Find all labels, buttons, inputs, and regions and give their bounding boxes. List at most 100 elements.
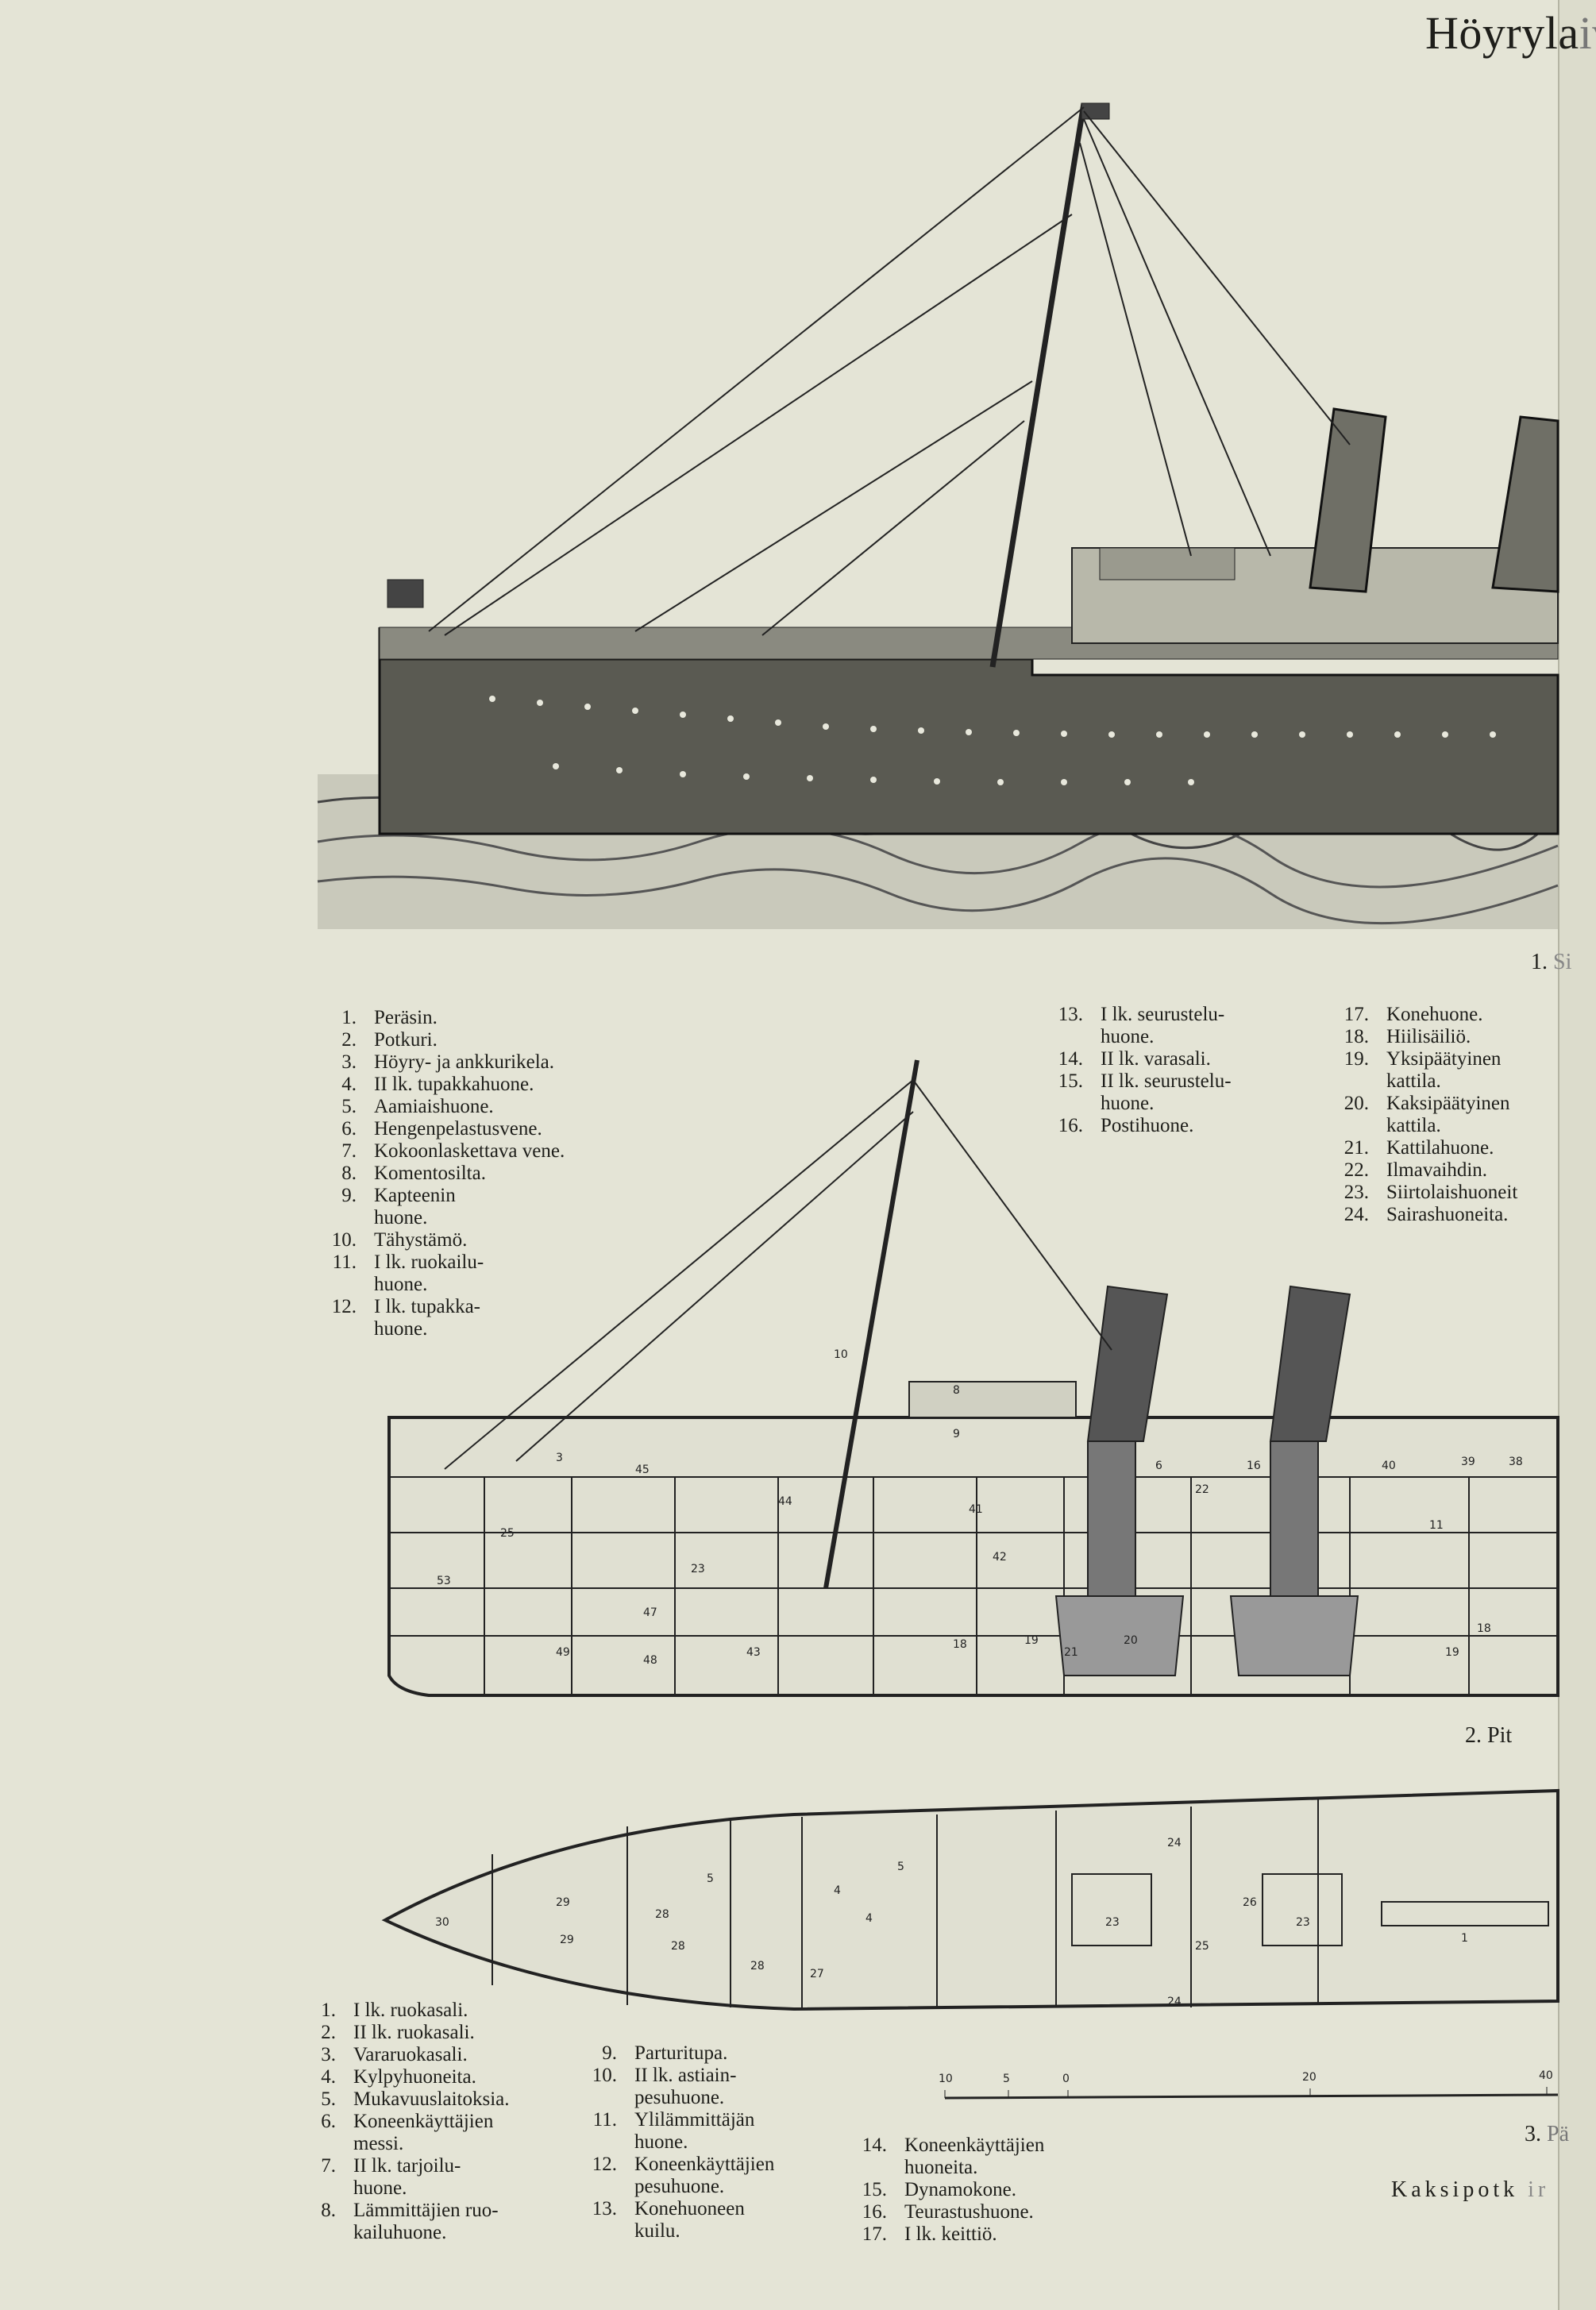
plan-label: 28 (655, 1908, 669, 1921)
legend-item: 10. Tähystämö. (322, 1229, 565, 1251)
section-label: 39 (1461, 1456, 1475, 1468)
legend-item-number: 8. (341, 1163, 357, 1184)
legend-item: 7.II lk. tarjoilu- huone. (314, 2155, 510, 2200)
legend-item: 3.Vararuokasali. (314, 2044, 510, 2066)
legend-item-number: 15. (862, 2179, 887, 2200)
section-label: 19 (1024, 1634, 1039, 1647)
plan-label: 5 (897, 1861, 904, 1873)
legend-item-text: Siirtolaishuoneit (1386, 1182, 1518, 1203)
legend-item-number: 13. (592, 2198, 617, 2219)
legend-item: 20.Kaksipäätyinen kattila. (1334, 1093, 1517, 1137)
legend-item-number: 5. (341, 1096, 357, 1117)
legend-item: 3.Höyry- ja ankkurikela. (322, 1051, 565, 1074)
section-label: 49 (556, 1646, 570, 1659)
plan-label: 29 (556, 1896, 570, 1909)
legend-item-text: Komentosilta. (374, 1163, 486, 1184)
legend-item-text: Aamiaishuone. (374, 1096, 494, 1117)
legend-item-number: 21. (1343, 1137, 1369, 1159)
legend-item-number: 8. (321, 2200, 336, 2221)
section-label: 19 (1445, 1646, 1459, 1659)
legend-item: 2. Potkuri. (322, 1029, 565, 1051)
legend-item-number: 3. (341, 1051, 357, 1073)
plan-label: 1 (1461, 1932, 1468, 1945)
plan-casing-2 (1262, 1873, 1343, 1946)
scale-tick-label: 40 (1539, 2069, 1553, 2082)
section-label: 23 (691, 1563, 705, 1575)
legend-item: 6.Koneenkäyttäjien messi. (314, 2111, 510, 2155)
legend-item: 10. II lk. astiain- pesuhuone. (584, 2065, 774, 2109)
legend-item: 14.Koneenkäyttäjien huoneita. (854, 2135, 1045, 2179)
legend-item-number: 22. (1343, 1159, 1369, 1181)
section-label: 25 (500, 1527, 515, 1540)
funnel-rear (1491, 415, 1559, 593)
section-label: 16 (1247, 1460, 1261, 1472)
section-label: 40 (1382, 1460, 1396, 1472)
legend-bottom-right: 14.Koneenkäyttäjien huoneita.15.Dynamoko… (854, 2135, 1045, 2246)
scale-tick-label: 0 (1062, 2073, 1070, 2085)
legend-item: 18. Hiilisäiliö. (1334, 1026, 1517, 1048)
mast (989, 102, 1087, 668)
legend-item: 24.Sairashuoneita. (1334, 1204, 1517, 1226)
figure-3-subtitle: Kaksipotk ir (1391, 2177, 1550, 2202)
legend-item: 5.Mukavuuslaitoksia. (314, 2088, 509, 2111)
legend-item: 12.I lk. tupakka- huone. (322, 1296, 565, 1340)
legend-item: 12.Koneenkäyttäjien pesuhuone. (584, 2154, 775, 2198)
legend-item: 11.Ylilämmittäjän huone. (584, 2109, 774, 2154)
legend-item: 16.Postihuone. (1048, 1115, 1232, 1137)
legend-item-number: 10. (331, 1229, 357, 1251)
plan-label: 30 (435, 1916, 449, 1929)
legend-top-middle: 13.I lk. seurustelu- huone.14.II lk. var… (1048, 1004, 1232, 1137)
legend-item-text: Hiilisäiliö. (1386, 1026, 1471, 1047)
legend-item-number: 5. (321, 2088, 336, 2110)
legend-item-text: II lk. astiain- pesuhuone. (634, 2065, 737, 2108)
bridge-deck (908, 1381, 1077, 1418)
section-label: 21 (1064, 1646, 1078, 1659)
legend-item-text: Kattilahuone. (1386, 1137, 1494, 1159)
page-gutter (1558, 0, 1596, 2310)
section-mast (823, 1059, 919, 1589)
legend-item-number: 18. (1343, 1026, 1369, 1047)
legend-item-number: 7. (341, 1140, 357, 1162)
plan-label: 4 (834, 1884, 841, 1897)
legend-item-number: 2. (341, 1029, 357, 1051)
legend-item-number: 11. (332, 1251, 357, 1273)
legend-item-text: Lämmittäjien ruo- kailuhuone. (353, 2200, 499, 2243)
legend-item-text: Peräsin. (374, 1007, 438, 1028)
legend-item-number: 7. (321, 2155, 336, 2177)
section-label: 38 (1509, 1456, 1523, 1468)
legend-item-number: 6. (341, 1118, 357, 1140)
section-label: 6 (1155, 1460, 1162, 1472)
plan-hull (381, 1788, 1559, 2011)
legend-item-number: 14. (1058, 1048, 1083, 1070)
legend-item-number: 16. (1058, 1115, 1083, 1136)
legend-item-number: 1. (321, 2000, 336, 2021)
plan-label: 23 (1105, 1916, 1120, 1929)
figure-2-caption: 2. Pit (1465, 1723, 1513, 1748)
section-funnel-base-2 (1270, 1440, 1319, 1601)
legend-item-number: 17. (1343, 1004, 1369, 1025)
section-label: 8 (953, 1384, 960, 1397)
plan-bulkheads (492, 1799, 1319, 2007)
legend-item: 1.Peräsin. (322, 1007, 565, 1029)
legend-item-number: 20. (1343, 1093, 1369, 1114)
plan-label: 29 (560, 1934, 574, 1946)
legend-item-text: Tähystämö. (374, 1229, 468, 1251)
plan-label: 27 (810, 1968, 824, 1980)
legend-item-number: 6. (321, 2111, 336, 2132)
legend-item: 4.II lk. tupakkahuone. (322, 1074, 565, 1096)
legend-item-text: Sairashuoneita. (1386, 1204, 1509, 1225)
section-label: 42 (993, 1551, 1007, 1564)
deck-plan-illustration: 30 29 29 28 28 28 5 4 4 5 27 23 26 23 25… (381, 1788, 1559, 2011)
legend-item: 16.Teurastushuone. (854, 2201, 1044, 2223)
legend-item: 5. Aamiaishuone. (322, 1096, 565, 1118)
legend-item-number: 10. (592, 2065, 617, 2086)
section-funnel-base-1 (1087, 1440, 1136, 1601)
legend-item-text: Potkuri. (374, 1029, 438, 1051)
legend-item-text: Hengenpelastusvene. (374, 1118, 542, 1140)
legend-item-text: Parturitupa. (634, 2042, 728, 2064)
section-label: 47 (643, 1606, 657, 1619)
section-funnel-2 (1269, 1285, 1351, 1442)
legend-item: 13.I lk. seurustelu- huone. (1048, 1004, 1232, 1048)
legend-top-left: 1.Peräsin.2. Potkuri.3.Höyry- ja ankkurik… (322, 1007, 565, 1340)
legend-item: 11.I lk. ruokailu- huone. (322, 1251, 565, 1296)
